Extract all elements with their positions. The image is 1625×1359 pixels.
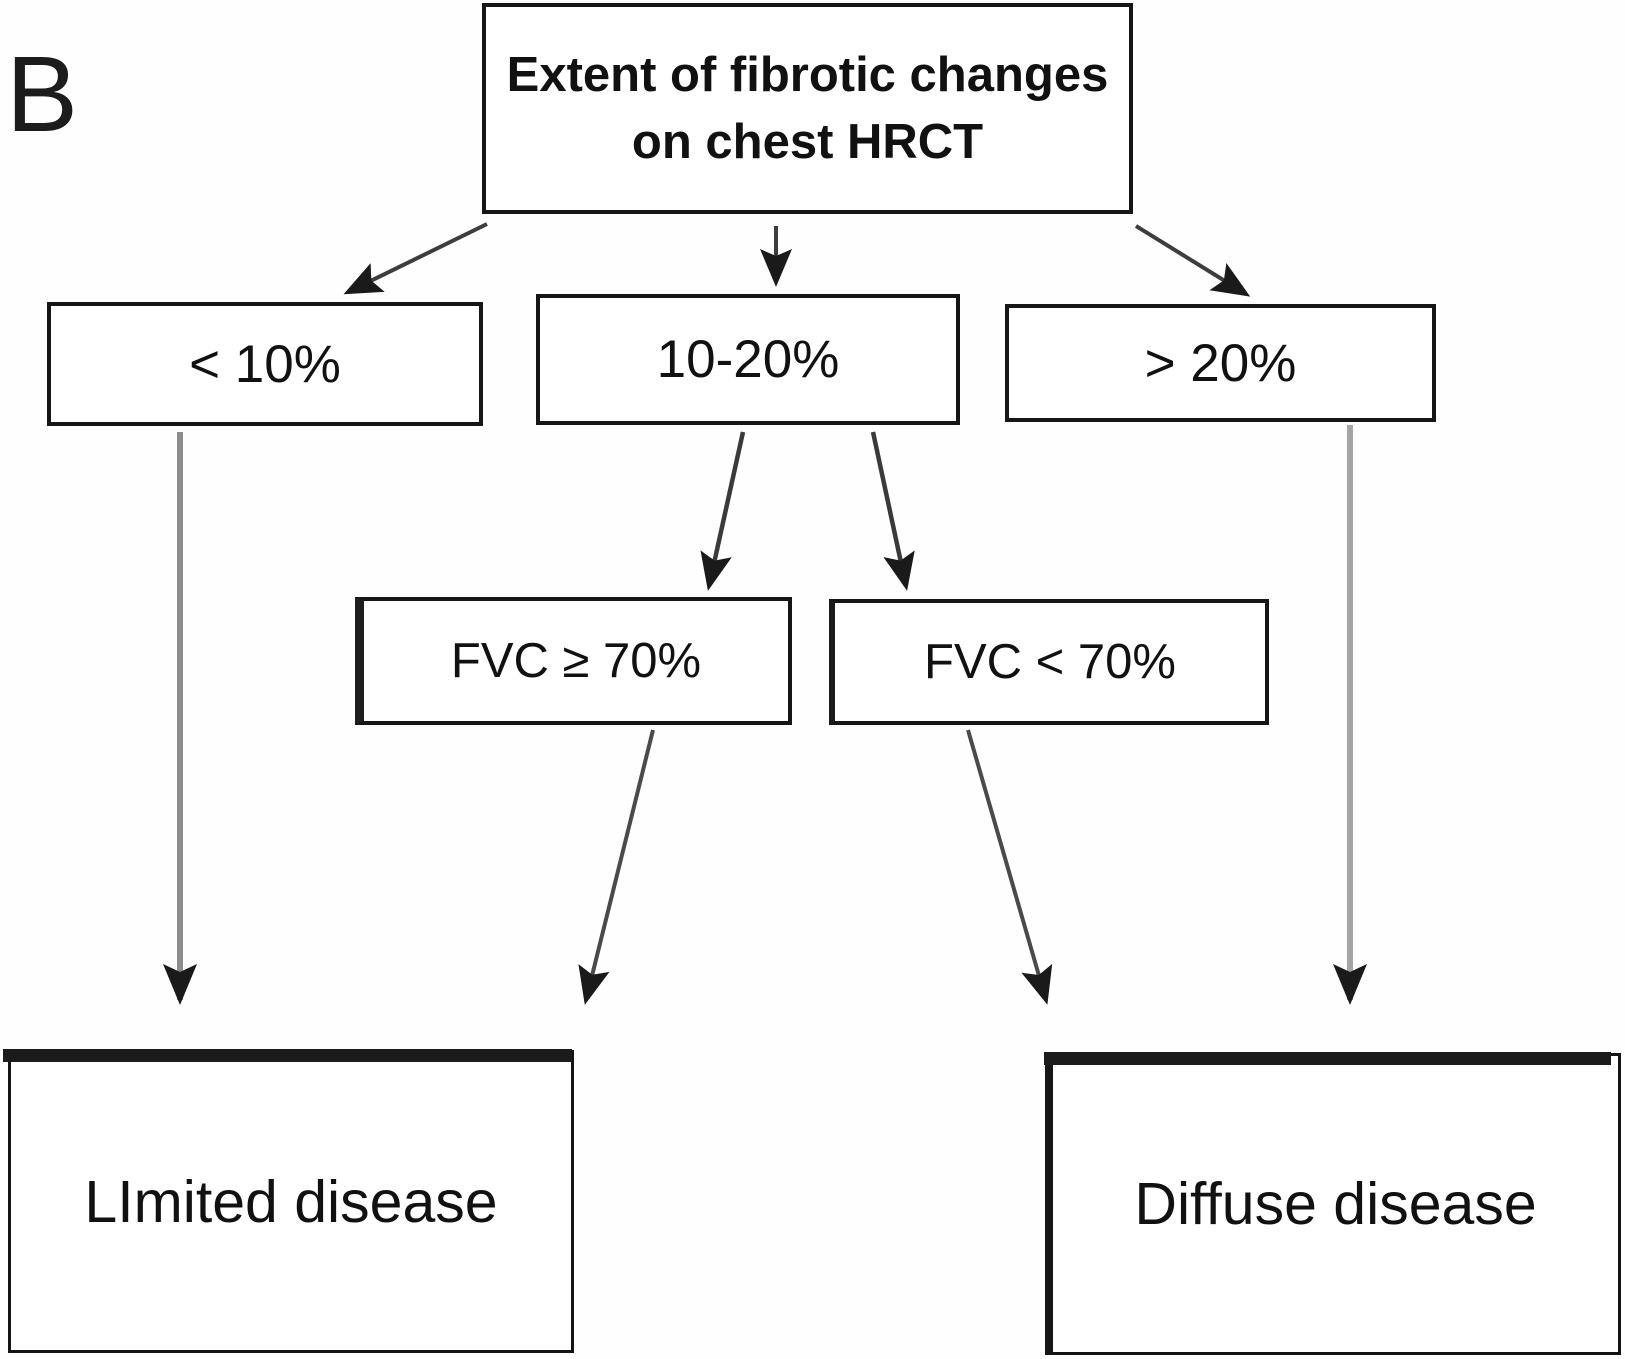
edge-mid-fvcge <box>700 431 746 591</box>
node-extent-10-20pct: 10-20% <box>536 294 960 425</box>
node-fvc-ge-70pct: FVC ≥ 70% <box>355 597 792 725</box>
edge-root-lt10 <box>343 222 488 295</box>
node-extent-label-line1: Extent of fibrotic changes <box>506 48 1109 103</box>
limited-box-top-bar <box>3 1049 572 1062</box>
node-fvc-lt-70pct: FVC < 70% <box>829 599 1269 725</box>
node-extent-label-line2: on chest HRCT <box>631 114 984 169</box>
node-extent-label: Extent of fibrotic changes on chest HRCT <box>507 42 1109 174</box>
node-limited-disease: LImited disease <box>3 1049 574 1353</box>
node-fvclt-label: FVC < 70% <box>924 635 1176 689</box>
edge-fvclt-diffuse <box>966 729 1053 1005</box>
edge-root-gt20 <box>1134 224 1251 297</box>
node-fvcge-label: FVC ≥ 70% <box>450 634 702 688</box>
node-mid-label: 10-20% <box>656 330 840 389</box>
node-gt20-label: > 20% <box>1144 333 1297 393</box>
node-extent-gt-20pct: > 20% <box>1005 304 1436 422</box>
node-diffuse-disease: Diffuse disease <box>1044 1052 1621 1355</box>
panel-label: B <box>6 33 79 154</box>
node-limited-label: LImited disease <box>84 1168 498 1235</box>
node-diffuse-label: Diffuse disease <box>1134 1171 1537 1237</box>
edge-fvcge-limited <box>578 729 655 1005</box>
edge-mid-fvclt <box>870 431 915 591</box>
diffuse-box-top-bar <box>1044 1052 1611 1065</box>
node-extent-fibrotic-hrct: Extent of fibrotic changes on chest HRCT <box>482 3 1133 214</box>
node-extent-lt-10pct: < 10% <box>47 302 483 426</box>
node-lt10-label: < 10% <box>189 334 341 394</box>
